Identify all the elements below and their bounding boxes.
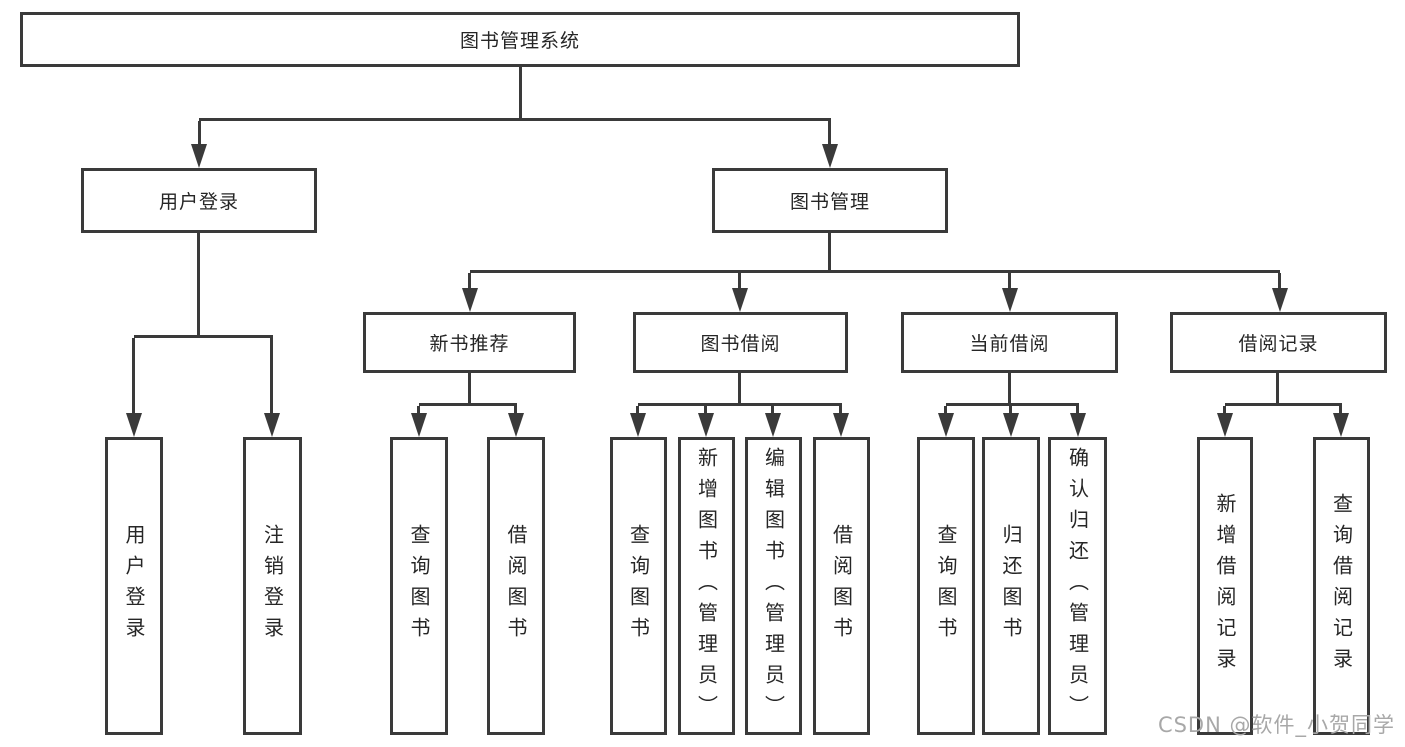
leaf-query-books-current: 查询图书 [917,437,975,735]
connector-rail [419,403,517,406]
leaf-user-login: 用户登录 [105,437,163,735]
arrowhead-down-icon [126,413,142,437]
leaf-label: 查询图书 [407,524,431,648]
leaf-query-borrow-record: 查询借阅记录 [1313,437,1370,735]
connector-stem-leaf [839,406,842,415]
arrowhead-down-icon [1217,413,1233,437]
connector-stem-leaf [417,406,420,415]
node-book-management: 图书管理 [712,168,948,233]
connector-stem-leaf [1009,406,1012,415]
node-label: 用户登录 [158,191,239,213]
arrowhead-down-icon [411,413,427,437]
connector-feeder [738,373,741,403]
node-label: 图书借阅 [700,333,781,355]
connector-stem-leaf [1223,406,1226,415]
arrowhead-down-icon [630,413,646,437]
connector-feeder [468,373,471,403]
leaf-label: 编辑图书（管理员） [761,446,786,726]
node-library-management-system: 图书管理系统 [20,12,1020,67]
connector-stem-new-book [468,273,471,289]
connector-stem-leaf [1339,406,1342,415]
arrowhead-down-icon [1002,288,1018,312]
arrowhead-down-icon [765,413,781,437]
node-label: 图书管理系统 [459,30,580,52]
node-new-book-recommend: 新书推荐 [363,312,576,373]
leaf-label: 确认归还（管理员） [1065,446,1090,726]
connector-stem-user-login [198,121,201,146]
leaf-add-borrow-record: 新增借阅记录 [1197,437,1253,735]
connector-rail [1225,403,1342,406]
connector-stem-leaf [944,406,947,415]
leaf-borrow-books: 借阅图书 [813,437,870,735]
connector-feeder [1008,373,1011,403]
leaf-borrow-books-recommend: 借阅图书 [487,437,545,735]
leaf-label: 注销登录 [260,524,285,648]
connector-rail [638,403,842,406]
node-current-borrow: 当前借阅 [901,312,1118,373]
leaf-label: 查询图书 [934,524,958,648]
arrowhead-down-icon [833,413,849,437]
leaf-return-book: 归还图书 [982,437,1040,735]
arrowhead-down-icon [1272,288,1288,312]
connector-stem-book-borrow [738,273,741,289]
leaf-query-books-recommend: 查询图书 [390,437,448,735]
leaf-label: 用户登录 [122,524,146,648]
leaf-label: 借阅图书 [504,524,528,648]
leaf-logout: 注销登录 [243,437,302,735]
arrowhead-down-icon [1333,413,1349,437]
connector-stem-leaf [1076,406,1079,415]
arrowhead-down-icon [1003,413,1019,437]
node-borrow-records: 借阅记录 [1170,312,1387,373]
node-label: 当前借阅 [969,333,1050,355]
connector-stem-current-borrow [1008,273,1011,289]
connector-stem-leaf [132,338,135,414]
node-label: 图书管理 [789,191,870,213]
connector-feeder [1276,373,1279,403]
watermark: CSDN @软件_小贺同学 [1157,713,1395,737]
connector-book-management-feeder [828,233,831,270]
connector-user-login-feeder [197,233,200,335]
connector-stem-borrow-records [1278,273,1281,289]
arrowhead-down-icon [191,144,207,168]
arrowhead-down-icon [732,288,748,312]
leaf-confirm-return-admin: 确认归还（管理员） [1048,437,1107,735]
arrowhead-down-icon [462,288,478,312]
connector-stem-book-management [828,121,831,146]
leaf-label: 借阅图书 [829,524,854,648]
leaf-label: 新增借阅记录 [1213,493,1237,679]
connector-book-management-rail [470,270,1280,273]
leaf-label: 新增图书（管理员） [694,446,719,726]
connector-user-login-rail [134,335,273,338]
node-user-login: 用户登录 [81,168,317,233]
node-label: 借阅记录 [1238,333,1319,355]
arrowhead-down-icon [264,413,280,437]
connector-stem-leaf [704,406,707,415]
node-label: 新书推荐 [429,333,510,355]
connector-stem-leaf [636,406,639,415]
connector-stem-leaf [771,406,774,415]
leaf-label: 归还图书 [999,524,1023,648]
connector-root-feeder [519,67,522,118]
leaf-label: 查询图书 [626,524,651,648]
arrowhead-down-icon [698,413,714,437]
leaf-add-book-admin: 新增图书（管理员） [678,437,735,735]
arrowhead-down-icon [508,413,524,437]
connector-root-rail [199,118,831,121]
arrowhead-down-icon [1070,413,1086,437]
leaf-edit-book-admin: 编辑图书（管理员） [745,437,802,735]
arrowhead-down-icon [938,413,954,437]
connector-rail [946,403,1079,406]
leaf-query-books-borrow: 查询图书 [610,437,667,735]
node-book-borrow: 图书借阅 [633,312,848,373]
leaf-label: 查询借阅记录 [1329,493,1354,679]
arrowhead-down-icon [822,144,838,168]
connector-stem-leaf [514,406,517,415]
connector-stem-leaf [270,338,273,414]
